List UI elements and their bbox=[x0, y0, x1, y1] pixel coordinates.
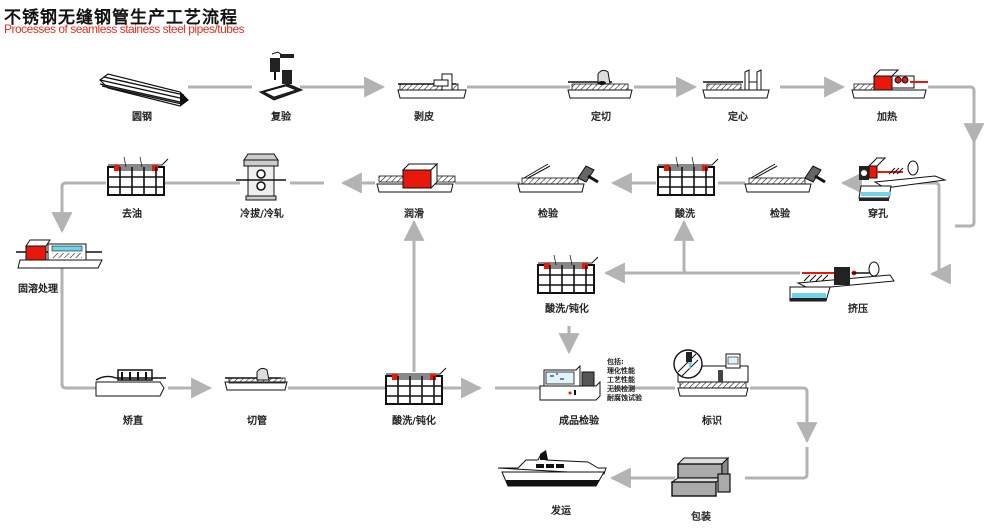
step-label-peeling: 剥皮 bbox=[414, 112, 434, 123]
step-label-pickle-passivate-2: 酸洗/钝化 bbox=[545, 304, 589, 315]
step-label-tube-cut: 切管 bbox=[247, 416, 267, 427]
flow-line bbox=[905, 181, 941, 276]
step-label-degrease: 去油 bbox=[122, 209, 142, 220]
cargo-ship-icon bbox=[497, 450, 607, 487]
step-label-solution-treatment: 固溶处理 bbox=[18, 284, 58, 295]
connector-lines bbox=[51, 76, 985, 489]
step-label-centering: 定心 bbox=[728, 112, 748, 123]
degreasing-tank-icon bbox=[107, 156, 169, 196]
step-label-piercing: 穿孔 bbox=[868, 209, 888, 220]
flow-line bbox=[750, 386, 809, 440]
final-inspection-note: 包括: 理化性能 工艺性能 无损检测 耐腐蚀试验 bbox=[607, 358, 642, 403]
page-subtitle: Processes of seamless stainess steel pip… bbox=[4, 22, 245, 36]
page-title: 不锈钢无缝钢管生产工艺流程 bbox=[4, 8, 238, 28]
step-label-cut-to-length: 定切 bbox=[591, 112, 611, 123]
step-label-final-inspect: 成品检验 bbox=[559, 416, 599, 427]
note-item: 耐腐蚀试验 bbox=[607, 394, 642, 402]
flow-line bbox=[745, 447, 809, 480]
round-steel-bars-icon bbox=[99, 73, 189, 107]
step-label-cold-draw: 冷拔/冷轧 bbox=[240, 209, 284, 220]
step-label-heating: 加热 bbox=[877, 112, 897, 123]
step-label-packing: 包装 bbox=[691, 512, 711, 523]
extrusion-press-icon bbox=[789, 261, 895, 302]
step-label-inspect-2: 检验 bbox=[538, 209, 558, 220]
step-label-inspect-1: 检验 bbox=[770, 209, 790, 220]
step-label-re-inspect: 复验 bbox=[271, 112, 291, 123]
pickling-tank-icon bbox=[657, 156, 719, 196]
note-item: 理化性能 bbox=[607, 367, 635, 375]
step-label-round-steel: 圆钢 bbox=[132, 112, 152, 123]
inspection-press-icon bbox=[258, 51, 304, 101]
piercing-mill-icon bbox=[858, 157, 947, 201]
step-label-lubrication: 润滑 bbox=[404, 209, 424, 220]
flow-line bbox=[928, 85, 976, 228]
step-label-pickle-passivate-1: 酸洗/钝化 bbox=[392, 416, 436, 427]
cold-rolling-mill-icon bbox=[236, 153, 286, 201]
note-item: 工艺性能 bbox=[607, 376, 635, 384]
centering-machine-icon bbox=[702, 69, 770, 99]
step-label-shipping: 发运 bbox=[551, 506, 571, 517]
flow-line bbox=[60, 268, 98, 390]
pickling-tank-icon bbox=[385, 367, 447, 405]
marking-machine-icon bbox=[673, 349, 749, 397]
flow-line bbox=[60, 181, 106, 228]
lubrication-unit-icon bbox=[376, 162, 456, 193]
note-heading: 包括: bbox=[607, 358, 624, 366]
heating-furnace-icon bbox=[851, 69, 928, 99]
step-label-straighten: 矫直 bbox=[123, 416, 143, 427]
note-item: 无损检测 bbox=[607, 385, 635, 393]
step-label-pickling: 酸洗 bbox=[675, 209, 695, 220]
cutting-machine-icon bbox=[567, 69, 633, 99]
step-label-marking: 标识 bbox=[702, 416, 722, 427]
packed-crates-icon bbox=[670, 456, 731, 497]
flow-line bbox=[682, 225, 688, 275]
step-label-extrusion: 挤压 bbox=[848, 304, 868, 315]
straightening-machine-icon bbox=[95, 369, 166, 397]
inspection-bench-icon bbox=[517, 163, 599, 193]
pickling-tank-icon bbox=[537, 254, 599, 294]
tube-cutter-icon bbox=[224, 367, 288, 391]
solution-furnace-icon bbox=[16, 239, 103, 269]
peeling-machine-icon bbox=[397, 73, 467, 99]
testing-station-icon bbox=[539, 364, 601, 401]
inspection-bench-icon bbox=[744, 163, 826, 193]
